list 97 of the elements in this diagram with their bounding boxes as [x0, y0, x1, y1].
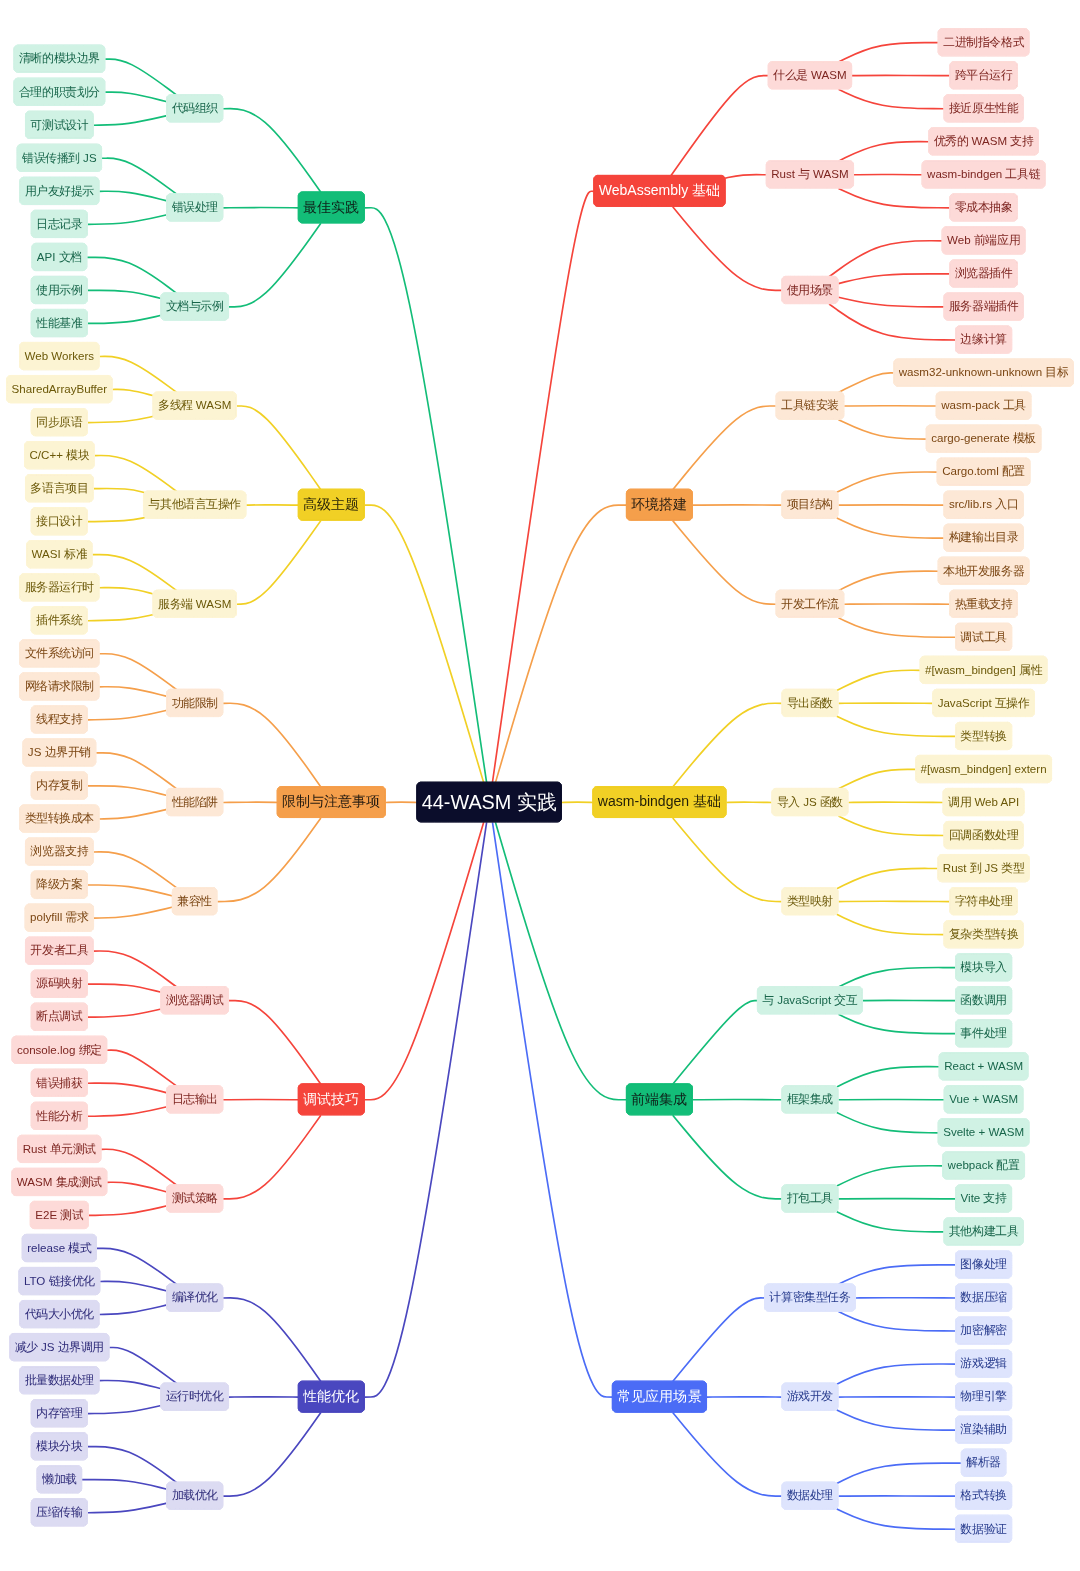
connector	[862, 999, 957, 1002]
connector	[837, 1098, 946, 1101]
connector	[98, 685, 168, 698]
connector	[91, 553, 178, 592]
connector	[837, 617, 957, 639]
connector	[671, 519, 778, 606]
connector	[87, 1082, 168, 1094]
connector	[835, 1111, 940, 1134]
connector	[228, 222, 322, 308]
connector	[853, 173, 924, 176]
connector	[835, 1462, 963, 1485]
connector	[837, 1310, 957, 1332]
connector	[106, 1181, 168, 1193]
connector	[724, 173, 768, 179]
connector	[93, 906, 174, 919]
connector	[671, 405, 778, 491]
connector	[92, 950, 178, 988]
connector	[99, 1280, 168, 1292]
connector	[837, 418, 928, 440]
connector	[837, 768, 917, 790]
connector	[98, 586, 155, 595]
connector	[87, 1445, 178, 1484]
connector	[494, 504, 628, 784]
connector	[837, 1395, 957, 1398]
connector	[837, 1495, 957, 1497]
connector	[245, 504, 300, 506]
connector	[837, 702, 934, 705]
connector	[494, 821, 628, 1101]
connector	[671, 1297, 766, 1383]
connector	[835, 715, 957, 738]
connector	[491, 821, 614, 1398]
connector	[87, 1008, 163, 1018]
connector	[87, 1404, 163, 1415]
connector	[835, 1065, 941, 1088]
connector	[847, 801, 945, 804]
connector	[835, 1508, 957, 1530]
connector	[835, 1363, 957, 1386]
connector	[111, 388, 155, 397]
connector	[843, 404, 938, 407]
connector	[491, 190, 595, 784]
connector	[81, 1478, 168, 1491]
connector	[87, 415, 155, 424]
connector	[363, 504, 485, 784]
connector	[88, 1204, 168, 1217]
connector	[87, 784, 168, 797]
connector	[98, 652, 178, 691]
connector	[222, 1098, 300, 1101]
connector	[235, 405, 322, 491]
connector	[837, 900, 951, 903]
connector	[87, 314, 163, 325]
connector	[108, 1346, 178, 1385]
connector	[837, 272, 951, 285]
connector	[95, 751, 178, 790]
connector	[92, 114, 168, 127]
connector	[851, 74, 951, 77]
connector	[835, 669, 922, 692]
connector	[854, 1296, 957, 1299]
connector	[363, 206, 488, 784]
connector	[837, 187, 951, 209]
connector	[98, 1304, 168, 1316]
connector	[837, 1197, 957, 1200]
connector	[101, 157, 178, 195]
connector	[828, 239, 944, 278]
connector	[87, 1502, 168, 1514]
connector	[87, 613, 155, 622]
connector	[363, 821, 485, 1101]
connector	[837, 1013, 957, 1035]
connector	[837, 570, 940, 592]
connector	[106, 1049, 178, 1087]
connector	[92, 487, 146, 494]
connector	[87, 709, 168, 721]
connector	[98, 808, 168, 820]
connector	[222, 702, 322, 788]
connector	[222, 206, 300, 209]
connector	[222, 801, 279, 804]
connector	[104, 91, 168, 103]
connector	[87, 1105, 168, 1118]
connector	[835, 1409, 957, 1431]
connector	[92, 851, 178, 889]
connector	[835, 471, 939, 494]
connector	[222, 1114, 322, 1200]
connector	[228, 1395, 300, 1398]
connector	[235, 519, 322, 606]
connector	[222, 1297, 322, 1383]
connector	[670, 74, 770, 177]
connector	[87, 516, 146, 523]
connector	[363, 821, 488, 1398]
connector	[835, 1164, 944, 1187]
connector	[87, 213, 168, 226]
connector	[216, 817, 322, 903]
connector	[104, 58, 178, 96]
connector	[843, 603, 951, 606]
connector	[828, 303, 957, 341]
connector	[98, 190, 168, 202]
connector	[87, 884, 174, 897]
connector	[93, 454, 178, 493]
connector	[222, 1411, 322, 1497]
